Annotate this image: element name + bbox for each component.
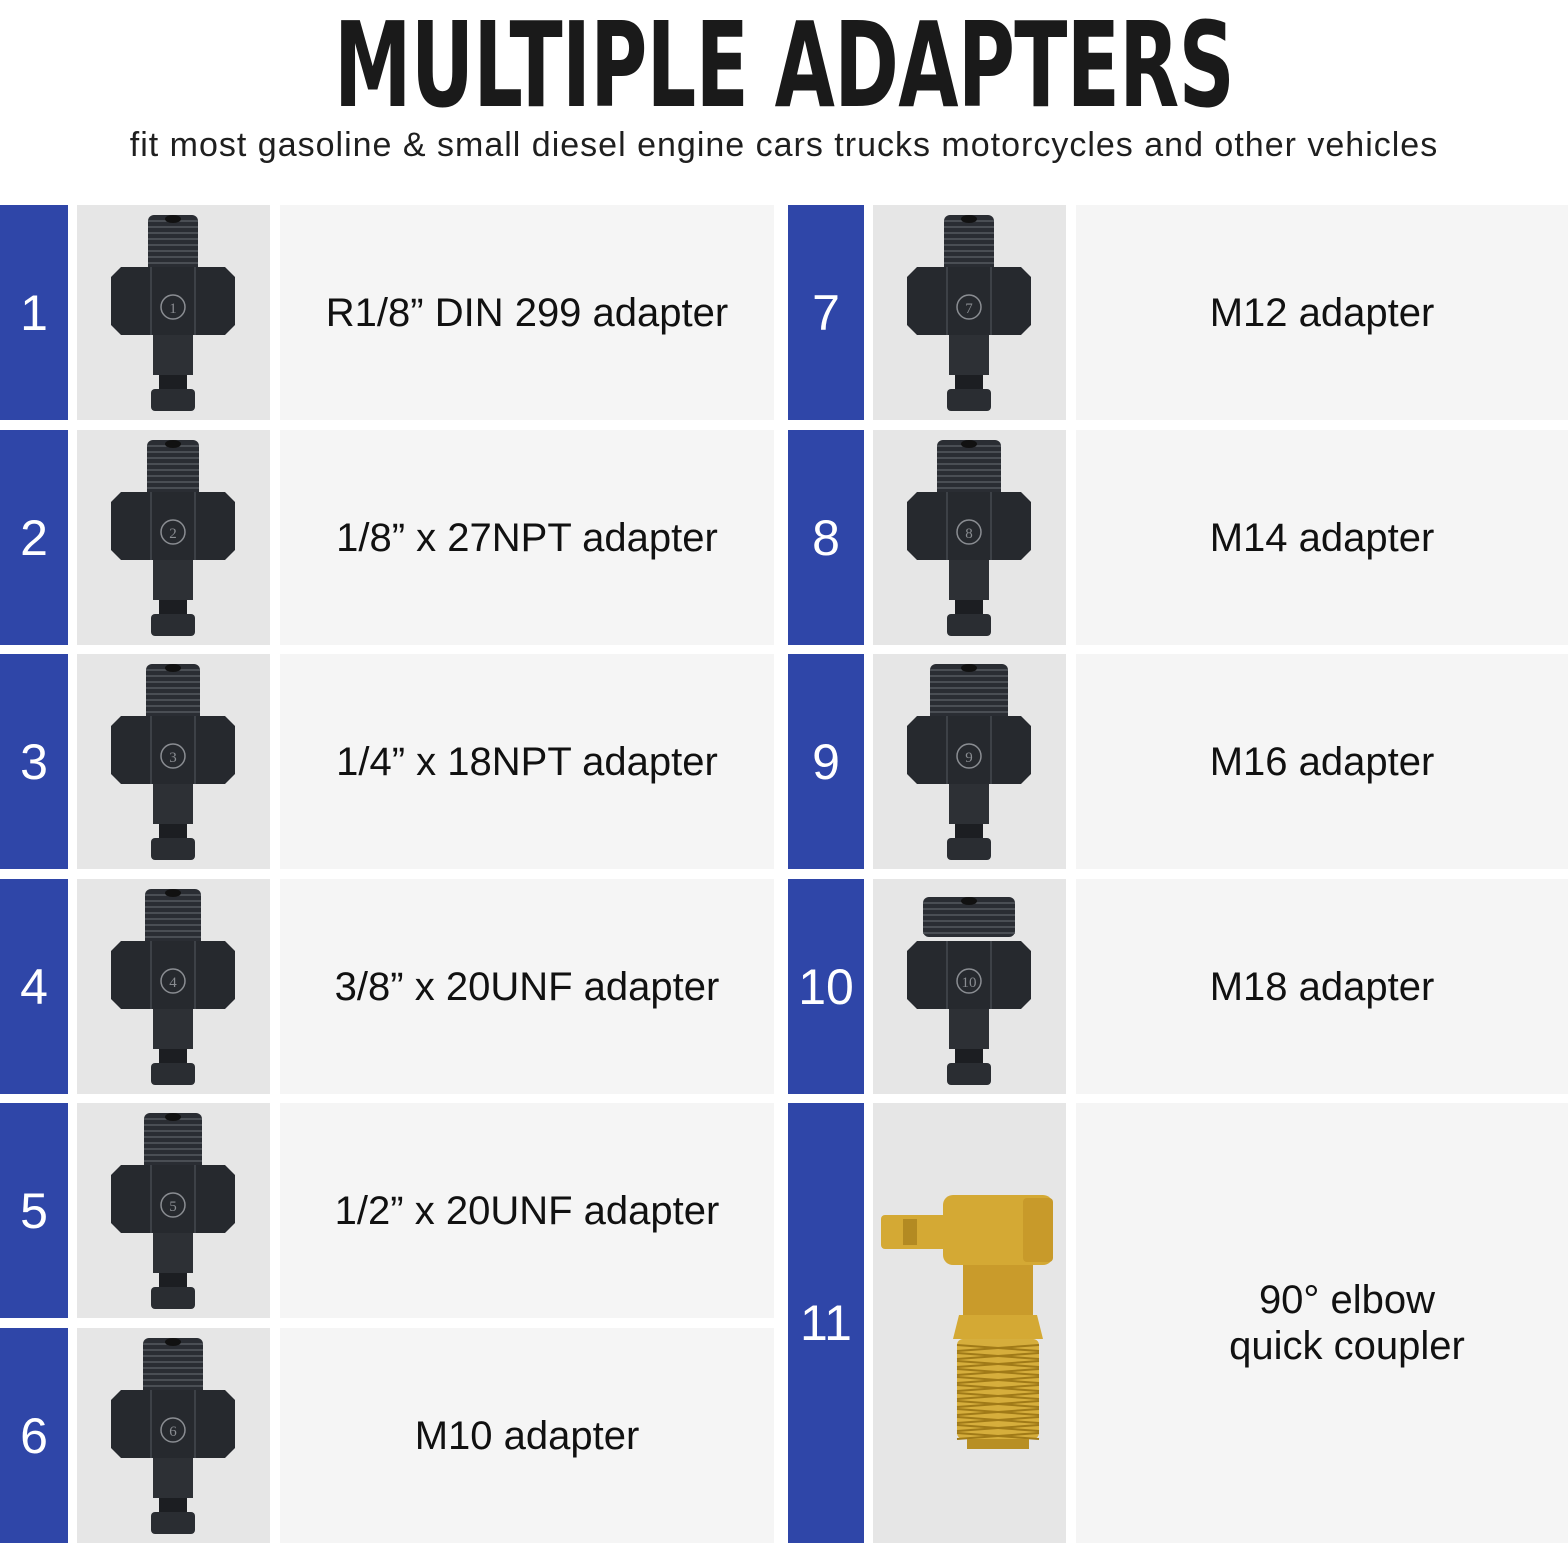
black-threaded-adapter-icon: 1 [111, 215, 235, 411]
adapter-body: 2 [111, 440, 235, 636]
adapter-photo [873, 1103, 1066, 1543]
page-title: MULTIPLE ADAPTERS [333, 0, 1235, 134]
coupler-body [881, 1195, 1053, 1449]
black-threaded-adapter-icon: 7 [907, 215, 1031, 411]
adapter-marking: 8 [965, 526, 973, 542]
adapter-photo: 6 [77, 1328, 270, 1543]
adapter-marking: 4 [169, 975, 177, 991]
adapter-body: 4 [111, 889, 235, 1085]
adapter-number: 6 [0, 1328, 68, 1543]
adapter-label: 1/2” x 20UNF adapter [280, 1103, 774, 1318]
adapter-body: 6 [111, 1338, 235, 1534]
adapter-number: 3 [0, 654, 68, 869]
page-subtitle: fit most gasoline & small diesel engine … [129, 126, 1439, 164]
adapter-marking: 5 [169, 1199, 177, 1215]
adapter-label: 1/4” x 18NPT adapter [280, 654, 774, 869]
adapter-number: 1 [0, 205, 68, 420]
adapter-label: M16 adapter [1076, 654, 1568, 869]
adapter-body: 3 [111, 664, 235, 860]
adapter-label: M14 adapter [1076, 430, 1568, 645]
adapter-label: 3/8” x 20UNF adapter [280, 879, 774, 1094]
adapter-label: R1/8” DIN 299 adapter [280, 205, 774, 420]
adapter-body: 10 [907, 897, 1031, 1085]
adapter-number: 7 [788, 205, 864, 420]
adapter-label: 1/8” x 27NPT adapter [280, 430, 774, 645]
adapter-number: 2 [0, 430, 68, 645]
adapter-marking: 7 [965, 301, 973, 317]
adapter-label: 90° elbow quick coupler [1076, 1103, 1568, 1543]
adapter-photo: 3 [77, 654, 270, 869]
adapter-photo: 1 [77, 205, 270, 420]
adapter-body: 5 [111, 1113, 235, 1309]
adapter-marking: 6 [169, 1424, 177, 1440]
adapter-photo: 2 [77, 430, 270, 645]
adapter-body: 7 [907, 215, 1031, 411]
adapter-marking: 1 [169, 301, 177, 317]
adapter-photo: 4 [77, 879, 270, 1094]
adapter-number: 8 [788, 430, 864, 645]
adapter-photo: 10 [873, 879, 1066, 1094]
adapter-label: M18 adapter [1076, 879, 1568, 1094]
adapter-photo: 5 [77, 1103, 270, 1318]
black-threaded-adapter-icon: 5 [111, 1113, 235, 1309]
adapter-photo: 7 [873, 205, 1066, 420]
black-threaded-adapter-icon: 2 [111, 440, 235, 636]
adapter-photo: 9 [873, 654, 1066, 869]
black-threaded-adapter-icon: 6 [111, 1338, 235, 1534]
adapter-number: 5 [0, 1103, 68, 1318]
adapter-number: 9 [788, 654, 864, 869]
adapter-body: 9 [907, 664, 1031, 860]
adapter-number: 4 [0, 879, 68, 1094]
black-threaded-adapter-icon: 10 [907, 897, 1031, 1085]
adapter-number: 10 [788, 879, 864, 1094]
adapter-marking: 10 [962, 975, 977, 991]
black-threaded-adapter-icon: 4 [111, 889, 235, 1085]
adapter-marking: 9 [965, 750, 973, 766]
adapter-photo: 8 [873, 430, 1066, 645]
adapter-marking: 2 [169, 526, 177, 542]
brass-elbow-coupler-icon [881, 1195, 1053, 1449]
black-threaded-adapter-icon: 9 [907, 664, 1031, 860]
black-threaded-adapter-icon: 3 [111, 664, 235, 860]
adapter-marking: 3 [169, 750, 177, 766]
adapter-body: 8 [907, 440, 1031, 636]
adapter-number: 11 [788, 1103, 864, 1543]
adapter-label: M10 adapter [280, 1328, 774, 1543]
adapter-body: 1 [111, 215, 235, 411]
adapter-label: M12 adapter [1076, 205, 1568, 420]
black-threaded-adapter-icon: 8 [907, 440, 1031, 636]
